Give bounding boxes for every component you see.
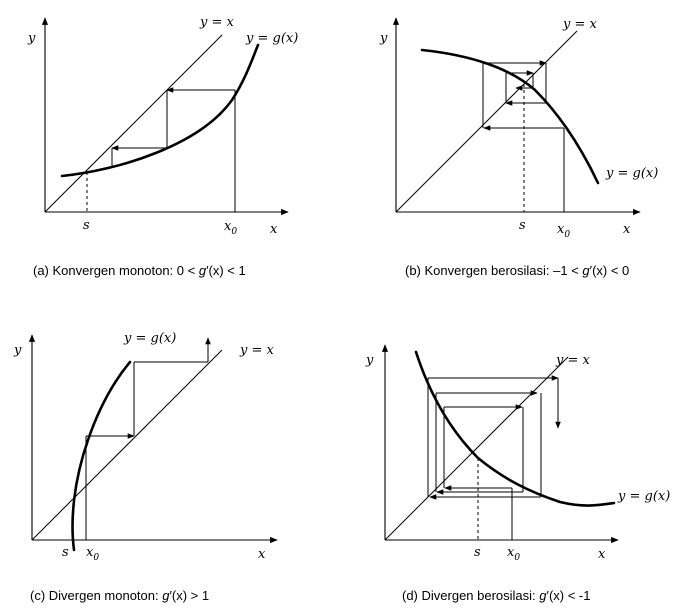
g-curve [60, 43, 260, 178]
panel-a: y x y = x y = g(x) s x0 (a) Konvergen mo… [27, 15, 298, 278]
panel-b: y x y = x y = g(x) s x0 (b) Konvergen be… [379, 17, 658, 278]
panel-d: y x y = x y = g(x) s x0 (d) Divergen ber… [365, 344, 670, 603]
s-label: s [519, 218, 526, 233]
s-label: s [474, 545, 481, 560]
identity-line [31, 349, 223, 541]
x-axis-label: x [623, 222, 631, 237]
identity-line [44, 34, 223, 213]
g-curve [420, 48, 600, 185]
x0-label: x0 [224, 219, 237, 237]
y-axis-label: y [379, 31, 388, 46]
panel-c: y x y = x y = g(x) s x0 (c) Divergen mon… [13, 331, 278, 603]
caption: (a) Konvergen monoton: 0 < g′(x) < 1 [33, 263, 246, 278]
y-axis-label: y [365, 353, 374, 368]
caption: (b) Konvergen berosilasi: –1 < g′(x) < 0 [405, 263, 629, 278]
g-curve [414, 350, 616, 507]
x-axis-label: x [258, 547, 266, 562]
x0-label: x0 [557, 222, 570, 240]
x0-label: x0 [507, 545, 520, 563]
x-axis-label: x [270, 222, 278, 237]
identity-line [384, 356, 569, 541]
line-label: y = x [562, 17, 598, 32]
curve-label: y = g(x) [617, 489, 670, 504]
s-label: s [83, 218, 90, 233]
curve-label: y = g(x) [123, 331, 176, 346]
caption: (d) Divergen berosilasi: g′(x) < -1 [402, 588, 591, 603]
x-axis-label: x [598, 547, 606, 562]
curve-label: y = g(x) [605, 166, 658, 181]
curve-label: y = g(x) [245, 31, 298, 46]
line-label: y = x [199, 15, 235, 30]
line-label: y = x [555, 353, 591, 368]
x0-label: x0 [86, 545, 99, 563]
s-label: s [62, 545, 69, 560]
identity-line [395, 30, 578, 213]
line-label: y = x [239, 343, 275, 358]
caption: (c) Divergen monoton: g′(x) > 1 [30, 588, 209, 603]
g-curve [71, 360, 132, 552]
y-axis-label: y [13, 343, 22, 358]
y-axis-label: y [27, 31, 36, 46]
